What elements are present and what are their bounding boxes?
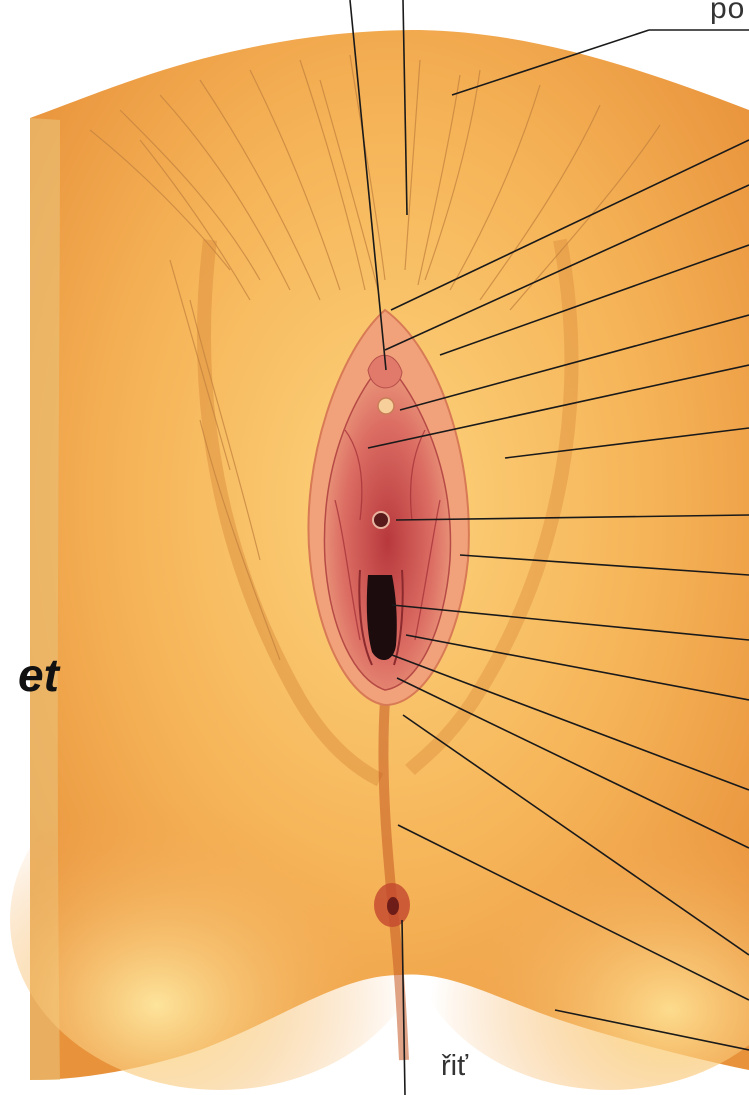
vaginal-opening bbox=[367, 575, 397, 660]
label-anus: řiť bbox=[441, 1050, 468, 1083]
anus-center bbox=[387, 897, 399, 915]
label-top-fragment: po bbox=[710, 0, 745, 26]
urethral-opening bbox=[373, 512, 389, 528]
label-left-fragment: et bbox=[18, 648, 59, 702]
clitoris bbox=[378, 398, 394, 414]
left-buttock-highlight bbox=[10, 750, 430, 1090]
